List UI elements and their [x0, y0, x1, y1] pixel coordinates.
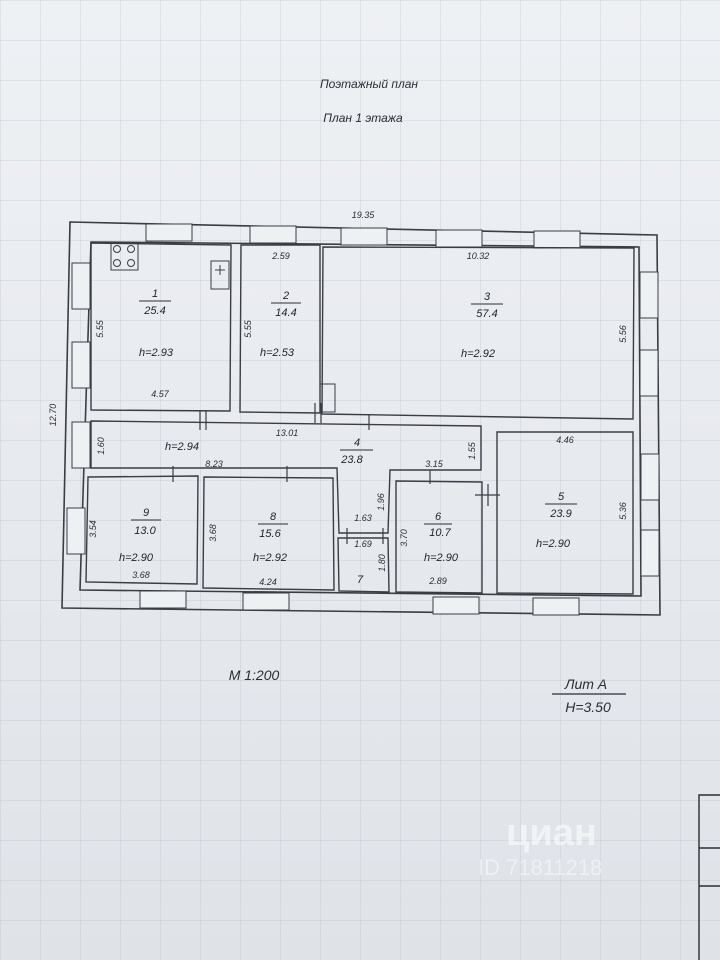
room-2-number: 2 — [282, 290, 289, 302]
room-7-number: 7 — [357, 574, 364, 586]
room-9-area: 13.0 — [134, 525, 156, 537]
plan-title: Поэтажный план — [320, 77, 418, 91]
watermark-brand: циан — [506, 812, 597, 854]
dim-corridor-length: 13.01 — [276, 428, 299, 438]
room-5-outline — [496, 431, 634, 595]
boiler-icon — [210, 260, 230, 290]
dim-r1-height: 5.55 — [95, 319, 105, 338]
room-1-area: 25.4 — [143, 305, 165, 317]
room-6-area: 10.7 — [429, 527, 451, 539]
dim-r3-width: 10.32 — [467, 251, 490, 261]
scale-label: М 1:200 — [229, 667, 280, 683]
room-9-number: 9 — [143, 507, 149, 519]
dim-overall-width: 19.35 — [352, 210, 376, 220]
dim-r2-height: 5.55 — [243, 319, 253, 338]
lit-label: Лит А — [564, 676, 607, 692]
dim-r7-side-a: 1.96 — [376, 493, 386, 511]
room-2-height: h=2.53 — [260, 347, 295, 359]
stove-icon — [110, 242, 139, 271]
dim-corridor-right-height: 1.55 — [467, 441, 477, 460]
room-6-outline — [395, 480, 483, 594]
dim-r9-width: 3.68 — [132, 570, 150, 580]
room-8-height: h=2.92 — [253, 552, 287, 564]
room-1-number: 1 — [152, 288, 158, 300]
room-8-area: 15.6 — [259, 528, 281, 540]
room-1-height: h=2.93 — [139, 347, 174, 359]
dim-r6-height: 3.70 — [399, 529, 409, 547]
dim-r7-bottom: 1.69 — [354, 539, 372, 549]
dim-r8-height: 3.68 — [208, 524, 218, 542]
room-9-outline — [85, 475, 199, 585]
title-block-corner — [698, 794, 720, 960]
room-7-outline — [337, 537, 390, 593]
room-8-outline — [202, 476, 335, 591]
room-2-outline — [239, 244, 321, 414]
stair-icon — [319, 383, 336, 413]
room-1-outline — [90, 242, 232, 412]
dim-r6-top: 3.15 — [425, 459, 444, 469]
dim-lower-left-width: 8.23 — [205, 459, 223, 469]
room-6-height: h=2.90 — [424, 552, 459, 564]
watermark-id: ID 71811218 — [478, 855, 602, 880]
room-3-number: 3 — [484, 291, 491, 303]
room-2-area: 14.4 — [275, 307, 296, 319]
windows — [66, 223, 660, 616]
room-8-number: 8 — [270, 511, 277, 523]
room-3-outline — [321, 246, 635, 420]
room-5-area: 23.9 — [549, 508, 571, 520]
room-5-number: 5 — [558, 491, 565, 503]
room-4-number: 4 — [354, 437, 360, 449]
dim-r8-width: 4.24 — [259, 577, 277, 587]
room-9-height: h=2.90 — [119, 552, 154, 564]
room-4-area: 23.8 — [340, 454, 363, 466]
lit-height: Н=3.50 — [565, 699, 611, 715]
dim-r5-width: 4.46 — [556, 435, 574, 445]
dim-r7-top: 1.63 — [354, 513, 372, 523]
dim-r3-height: 5.56 — [618, 325, 628, 343]
floor-title: План 1 этажа — [323, 111, 403, 125]
dim-r5-height: 5.36 — [618, 502, 628, 520]
room-4-height: h=2.94 — [165, 441, 199, 453]
room-6-number: 6 — [435, 511, 442, 523]
room-5-height: h=2.90 — [536, 538, 571, 550]
dim-r1-width: 4.57 — [151, 389, 170, 399]
dim-r2-width: 2.59 — [271, 251, 290, 261]
door-marks — [172, 403, 500, 544]
dim-overall-height: 12.70 — [48, 404, 58, 427]
dim-r7-side-b: 1.80 — [377, 554, 387, 572]
room-3-area: 57.4 — [476, 308, 497, 320]
dim-r9-height: 3.54 — [88, 520, 98, 538]
dim-r6-width: 2.89 — [428, 576, 447, 586]
room-3-height: h=2.92 — [461, 348, 495, 360]
dim-corridor-height: 1.60 — [96, 437, 106, 455]
